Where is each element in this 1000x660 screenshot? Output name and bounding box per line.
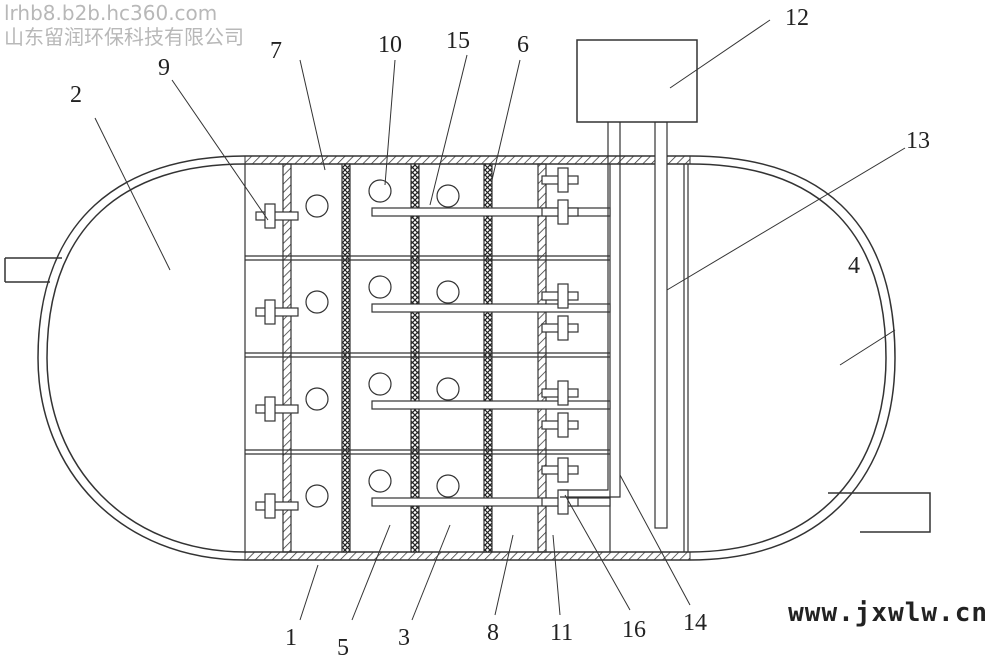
baffle-wall bbox=[537, 163, 547, 553]
aerator-circle bbox=[368, 179, 392, 203]
valve-11 bbox=[557, 412, 569, 438]
label-9: 9 bbox=[158, 55, 170, 81]
valve-9 bbox=[255, 501, 299, 511]
leader-line-2 bbox=[94, 117, 171, 271]
label-5: 5 bbox=[337, 635, 349, 660]
leader-line-13 bbox=[666, 147, 906, 291]
label-11: 11 bbox=[550, 620, 573, 646]
valve-11 bbox=[557, 167, 569, 193]
leader-line-3 bbox=[411, 524, 451, 621]
aerator-circle bbox=[305, 194, 329, 218]
valve-11 bbox=[557, 199, 569, 225]
valve-9 bbox=[264, 396, 276, 422]
aerator-circle bbox=[305, 290, 329, 314]
aerator-circle bbox=[305, 484, 329, 508]
valve-11 bbox=[557, 489, 569, 515]
label-10: 10 bbox=[378, 32, 402, 58]
top-wall bbox=[244, 155, 691, 165]
distribution-pipe bbox=[371, 303, 611, 313]
aerator-circle bbox=[368, 372, 392, 396]
filter-mesh bbox=[341, 163, 351, 553]
leader-line-7 bbox=[299, 59, 326, 171]
leader-line-8 bbox=[494, 534, 514, 616]
watermark-url: lrhb8.b2b.hc360.com bbox=[4, 1, 218, 25]
leader-line-12 bbox=[669, 19, 771, 89]
aerator-circle bbox=[436, 377, 460, 401]
valve-9 bbox=[255, 307, 299, 317]
label-15: 15 bbox=[446, 28, 470, 54]
pipe-13 bbox=[654, 121, 668, 529]
aerator-circle bbox=[368, 469, 392, 493]
distribution-pipe bbox=[371, 497, 611, 507]
label-4: 4 bbox=[848, 253, 860, 279]
valve-11 bbox=[557, 457, 569, 483]
leader-line-5 bbox=[351, 524, 391, 621]
valve-11 bbox=[557, 283, 569, 309]
watermark-company: 山东留润环保科技有限公司 bbox=[4, 25, 244, 49]
distribution-pipe bbox=[371, 400, 611, 410]
bottom-wall bbox=[244, 551, 691, 561]
aerator-circle bbox=[436, 280, 460, 304]
label-16: 16 bbox=[622, 617, 646, 643]
control-box-12 bbox=[576, 39, 698, 123]
label-14: 14 bbox=[683, 610, 707, 636]
valve-9 bbox=[255, 404, 299, 414]
distribution-pipe bbox=[371, 207, 611, 217]
label-7: 7 bbox=[270, 38, 282, 64]
baffle-wall bbox=[282, 163, 292, 553]
label-8: 8 bbox=[487, 620, 499, 646]
label-3: 3 bbox=[398, 625, 410, 651]
inlet-pipe bbox=[4, 257, 62, 283]
filter-mesh bbox=[483, 163, 493, 553]
leader-line-1 bbox=[299, 564, 319, 621]
leader-line-6 bbox=[491, 59, 521, 181]
site-mark: www.jxwlw.cn bbox=[788, 598, 988, 628]
label-13: 13 bbox=[906, 128, 930, 154]
leader-line-16 bbox=[564, 494, 631, 611]
valve-11 bbox=[557, 315, 569, 341]
outlet-pipe bbox=[828, 492, 931, 533]
label-12: 12 bbox=[785, 5, 809, 31]
leader-line-10 bbox=[384, 59, 396, 186]
filter-mesh bbox=[410, 163, 420, 553]
pipe-14 bbox=[560, 122, 621, 498]
aerator-circle bbox=[436, 184, 460, 208]
aerator-circle bbox=[436, 474, 460, 498]
aerator-circle bbox=[305, 387, 329, 411]
leader-line-11 bbox=[552, 534, 561, 616]
valve-9 bbox=[264, 299, 276, 325]
leader-line-9 bbox=[171, 79, 269, 221]
valve-9 bbox=[264, 493, 276, 519]
valve-11 bbox=[557, 380, 569, 406]
valve-9 bbox=[264, 203, 276, 229]
label-6: 6 bbox=[517, 32, 529, 58]
valve-9 bbox=[255, 211, 299, 221]
aerator-circle bbox=[368, 275, 392, 299]
leader-line-4 bbox=[839, 329, 896, 366]
leader-line-15 bbox=[429, 54, 468, 206]
label-1: 1 bbox=[285, 625, 297, 651]
label-2: 2 bbox=[70, 82, 82, 108]
leader-line-14 bbox=[619, 474, 691, 606]
